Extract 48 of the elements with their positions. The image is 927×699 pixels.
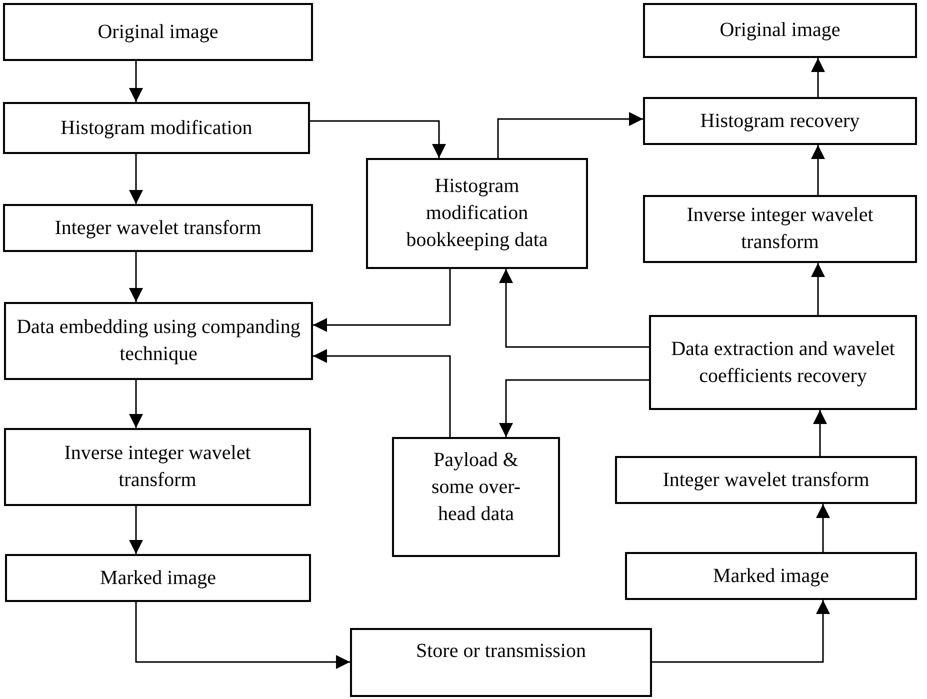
arrow [811, 145, 825, 195]
process-box [643, 195, 917, 263]
box-label: Marked image [100, 566, 216, 590]
process-box [350, 628, 652, 697]
arrow [813, 410, 827, 456]
process-box [4, 428, 311, 506]
box-label: Integer wavelet transform [662, 468, 870, 492]
box-label: Histogram recovery [700, 108, 860, 134]
arrow [135, 602, 350, 669]
arrow [129, 154, 143, 204]
box-label: Data extraction and wavelet coefficients recovery [670, 336, 896, 388]
process-box [625, 552, 917, 600]
arrow [497, 112, 643, 158]
arrow [310, 120, 446, 158]
arrow [499, 269, 649, 348]
process-box [3, 102, 310, 154]
process-box [366, 158, 588, 269]
box-label: Histogram modification [60, 116, 252, 140]
process-box [5, 554, 311, 602]
process-box [643, 3, 917, 58]
arrow [499, 379, 649, 437]
arrow [129, 506, 143, 554]
arrow [652, 600, 830, 663]
arrow [129, 252, 143, 302]
box-label: Original image [720, 18, 840, 43]
box-label: Store or transmission [416, 639, 586, 664]
process-box [4, 302, 313, 380]
process-box [3, 204, 313, 252]
arrow [313, 269, 451, 332]
process-box [3, 3, 313, 61]
box-label: Inverse integer wavelet transform [63, 441, 252, 493]
box-label: Original image [98, 20, 218, 44]
box-label: Integer wavelet transform [54, 216, 262, 240]
process-box [643, 97, 917, 145]
arrow [129, 61, 143, 102]
box-label: Payload & some over-head data [430, 448, 522, 527]
process-box [615, 456, 917, 504]
box-label: Data embedding using companding technique [16, 315, 302, 367]
arrow [811, 58, 825, 97]
box-label: Histogram modification bookkeeping data [405, 174, 549, 253]
arrow [129, 380, 143, 428]
arrow [816, 504, 830, 552]
box-label: Inverse integer wavelet transform [686, 203, 874, 255]
box-label: Marked image [712, 564, 830, 588]
process-box [649, 315, 917, 410]
arrow [811, 263, 825, 315]
arrow [313, 349, 451, 437]
process-box [392, 437, 560, 557]
